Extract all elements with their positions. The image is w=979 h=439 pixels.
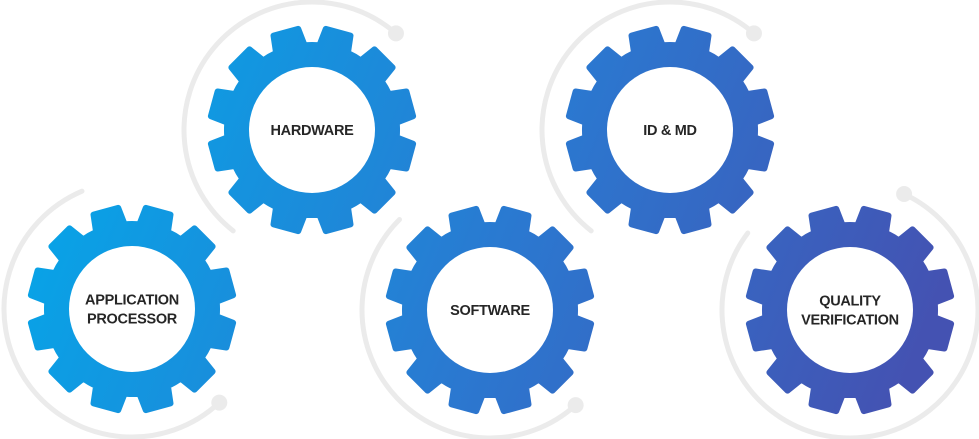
gear-label: HARDWARE (271, 123, 355, 139)
gears: APPLICATION PROCESSOR HARDWARE SOFTWARE ID &… (27, 25, 955, 415)
track-end-dot (745, 25, 762, 42)
gear-label: SOFTWARE (450, 303, 530, 319)
track-end-dot (387, 25, 404, 42)
gear-label: QUALITY (819, 294, 881, 310)
gear-id-md: ID & MD (565, 25, 775, 235)
gear-center (787, 247, 913, 373)
track-arc (719, 191, 979, 439)
track-arc (539, 0, 757, 234)
track-end-dot (896, 185, 913, 202)
gear-software: SOFTWARE (385, 205, 595, 415)
gear-label: APPLICATION (85, 293, 179, 309)
gear-label: ID & MD (643, 123, 696, 139)
gear-label: PROCESSOR (87, 312, 178, 328)
track-arc (359, 216, 579, 439)
track-arc (181, 0, 399, 234)
gear-center (427, 247, 553, 373)
track-end-dot (211, 394, 228, 411)
gear-center (607, 67, 733, 193)
gear-center (69, 246, 195, 372)
gear-hardware: HARDWARE (207, 25, 417, 235)
track-arc (1, 188, 222, 439)
track-end-dot (567, 397, 584, 414)
gear-application-processor: APPLICATION PROCESSOR (27, 204, 237, 414)
gear-quality-verification: QUALITY VERIFICATION (745, 205, 955, 415)
gear-center (249, 67, 375, 193)
gear-label: VERIFICATION (801, 313, 899, 329)
